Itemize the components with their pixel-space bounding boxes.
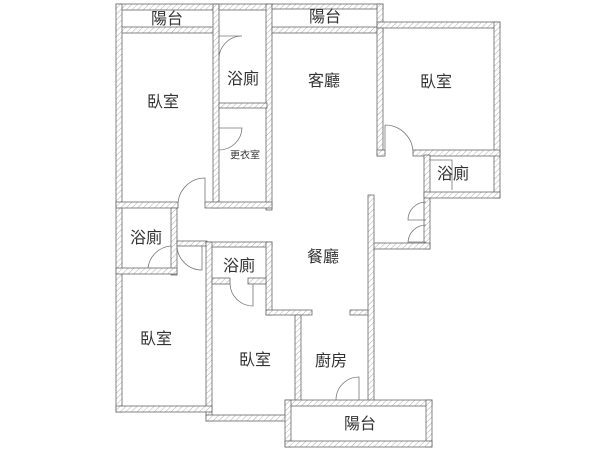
closet-label: 更衣室	[230, 149, 260, 162]
door-swing-icon	[430, 159, 453, 190]
door-swing-icon	[218, 35, 243, 60]
bedroom-label: 臥室	[420, 73, 452, 91]
door-swing-icon	[218, 127, 243, 151]
doors	[147, 35, 453, 401]
dining-room-label: 餐廳	[307, 247, 339, 266]
room-labels: 陽台 陽台 陽台 臥室 臥室 臥室 臥室 浴廁 浴廁 浴廁 浴廁 更衣室 客廳 …	[130, 8, 469, 433]
door-swing-icon	[407, 201, 427, 243]
door-swing-icon	[335, 376, 360, 401]
kitchen-label: 廚房	[315, 351, 347, 370]
door-swing-icon	[229, 283, 254, 307]
bedroom-label: 臥室	[239, 351, 271, 369]
bedroom-label: 臥室	[140, 330, 172, 348]
bathroom-label: 浴廁	[130, 228, 162, 247]
door-swing-icon	[176, 245, 203, 271]
door-swing-icon	[384, 124, 414, 154]
door-swing-icon	[147, 245, 172, 269]
bathroom-label: 浴廁	[223, 256, 255, 275]
door-swing-icon	[177, 177, 206, 206]
living-room-label: 客廳	[308, 71, 340, 90]
balcony-label: 陽台	[344, 415, 376, 433]
bathroom-label: 浴廁	[227, 69, 259, 88]
bathroom-label: 浴廁	[437, 164, 469, 183]
bedroom-label: 臥室	[147, 93, 179, 111]
balcony-label: 陽台	[151, 10, 183, 28]
walls	[115, 3, 501, 448]
balcony-label: 陽台	[309, 8, 341, 26]
